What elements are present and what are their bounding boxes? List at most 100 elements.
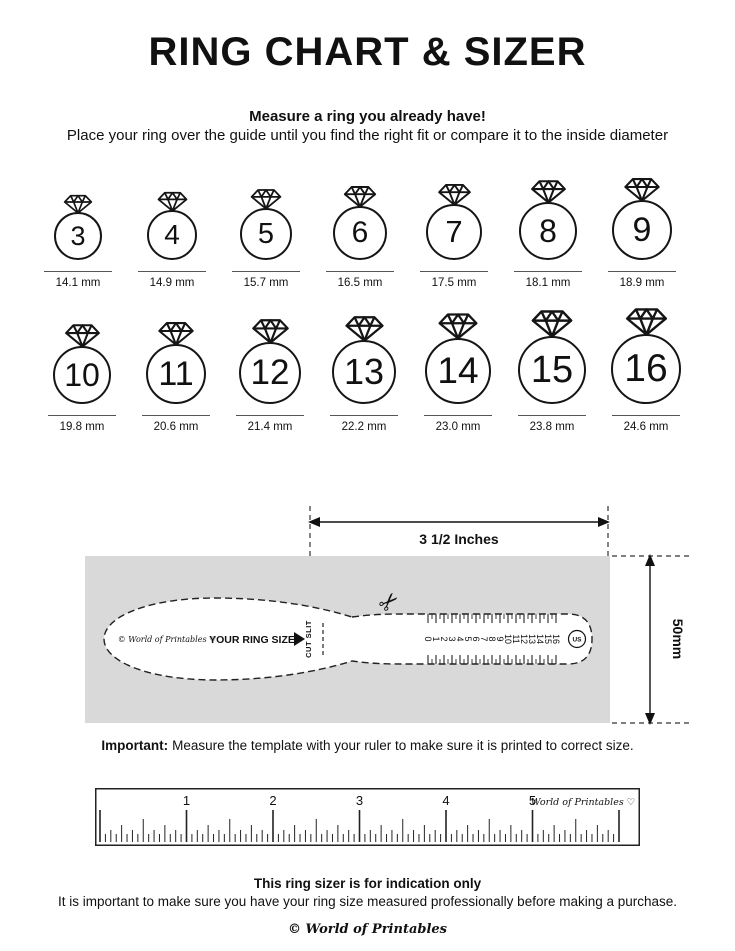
ring-size-item: 7 17.5 mm — [407, 168, 501, 289]
us-scale-circle — [567, 629, 587, 649]
diamond-icon — [530, 180, 566, 204]
svg-text:3: 3 — [356, 793, 363, 808]
diameter-underline — [608, 271, 676, 272]
ring-diameter-label: 17.5 mm — [431, 277, 477, 289]
ring-size-number: 10 — [53, 346, 111, 404]
ring-size-item: 3 14.1 mm — [31, 168, 125, 289]
ring-diameter-label: 18.1 mm — [525, 277, 571, 289]
arrowhead-up-icon — [645, 554, 655, 566]
ring-size-number: 3 — [54, 212, 102, 260]
diameter-underline — [142, 415, 210, 416]
footer-heading: This ring sizer is for indication only — [253, 876, 482, 891]
important-text: Measure the template with your ruler to … — [172, 738, 634, 753]
ring-diameter-label: 14.1 mm — [55, 277, 101, 289]
ring-size-item: 10 19.8 mm — [35, 300, 129, 433]
ring-size-number: 8 — [519, 202, 577, 260]
footer-text: It is important to make sure you have yo… — [57, 894, 678, 909]
diamond-icon — [344, 316, 384, 342]
diamond-icon — [158, 322, 194, 346]
arrowhead-left-icon — [308, 517, 320, 527]
svg-text:11: 11 — [511, 634, 521, 643]
ring-size-number: 13 — [332, 340, 396, 404]
ring-size-item: 12 21.4 mm — [223, 300, 317, 433]
ring-size-item: 16 24.6 mm — [599, 300, 693, 433]
diameter-underline — [420, 271, 488, 272]
diameter-underline — [232, 271, 300, 272]
svg-text:1: 1 — [431, 636, 441, 641]
pointer-triangle-icon — [294, 632, 305, 646]
ring-size-number: 7 — [426, 204, 482, 260]
svg-text:5: 5 — [529, 793, 536, 808]
ruler-brand-label: World of Printables ♡ — [531, 797, 636, 808]
diameter-underline — [48, 415, 116, 416]
ring-diameter-label: 18.9 mm — [619, 277, 665, 289]
ring-size-item: 15 23.8 mm — [505, 300, 599, 433]
diamond-icon — [624, 178, 660, 202]
ring-diameter-label: 20.6 mm — [153, 421, 199, 433]
ring-diameter-label: 19.8 mm — [59, 421, 105, 433]
ring-diameter-label: 23.8 mm — [529, 421, 575, 433]
diamond-icon — [157, 191, 187, 212]
svg-text:1: 1 — [183, 793, 190, 808]
diameter-underline — [518, 415, 586, 416]
diamond-icon — [437, 183, 471, 206]
ring-diameter-label: 16.5 mm — [337, 277, 383, 289]
svg-text:12: 12 — [519, 634, 529, 644]
diamond-icon — [250, 189, 282, 210]
ring-diameter-label: 22.2 mm — [341, 421, 387, 433]
diamond-icon — [343, 186, 377, 208]
ring-size-item: 13 22.2 mm — [317, 300, 411, 433]
instruction: Place your ring over the guide until you… — [66, 127, 669, 144]
diameter-underline — [236, 415, 304, 416]
svg-text:8: 8 — [487, 636, 497, 641]
footer-copyright: © World of Printables — [288, 922, 447, 937]
printable-ruler: 1 2 3 4 5 World of Printables ♡ — [95, 788, 640, 846]
ring-diameter-label: 24.6 mm — [623, 421, 669, 433]
diamond-icon — [251, 319, 289, 344]
important-note: Important:Measure the template with your… — [0, 738, 735, 753]
diameter-underline — [44, 271, 112, 272]
diamond-icon — [625, 308, 667, 336]
svg-text:0: 0 — [423, 636, 433, 641]
ring-size-item: 14 23.0 mm — [411, 300, 505, 433]
diameter-underline — [326, 271, 394, 272]
diamond-icon — [438, 313, 478, 340]
height-dimension-label: 50mm — [670, 619, 686, 659]
ring-size-number: 15 — [518, 336, 586, 404]
width-dimension-label: 3 1/2 Inches — [419, 531, 499, 547]
diamond-icon — [531, 310, 573, 338]
ring-sizer-template: 3 1/2 Inches 50mm CUT SLIT ✂ © World of … — [85, 506, 690, 725]
important-label: Important: — [101, 738, 169, 753]
ring-size-item: 8 18.1 mm — [501, 168, 595, 289]
diameter-underline — [514, 271, 582, 272]
us-label: US — [572, 637, 582, 644]
svg-text:10: 10 — [503, 634, 513, 644]
ring-size-number: 5 — [240, 208, 292, 260]
svg-text:9: 9 — [495, 636, 505, 641]
svg-text:4: 4 — [455, 636, 465, 641]
ring-size-number: 16 — [611, 334, 681, 404]
diamond-icon — [64, 324, 100, 348]
ring-size-number: 14 — [425, 338, 491, 404]
ring-diameter-label: 23.0 mm — [435, 421, 481, 433]
svg-text:14: 14 — [535, 634, 545, 644]
svg-text:4: 4 — [442, 793, 449, 808]
svg-text:2: 2 — [269, 793, 276, 808]
ring-size-number: 12 — [239, 342, 301, 404]
svg-text:16: 16 — [551, 634, 561, 644]
ring-size-number: 9 — [612, 200, 672, 260]
svg-text:6: 6 — [471, 636, 481, 641]
your-ring-size-label: YOUR RING SIZE — [209, 634, 295, 646]
arrowhead-right-icon — [598, 517, 610, 527]
ring-diameter-label: 21.4 mm — [247, 421, 293, 433]
diameter-underline — [138, 271, 206, 272]
ring-size-number: 6 — [333, 206, 387, 260]
page-title: RING CHART & SIZER — [148, 30, 587, 74]
ring-size-item: 6 16.5 mm — [313, 168, 407, 289]
